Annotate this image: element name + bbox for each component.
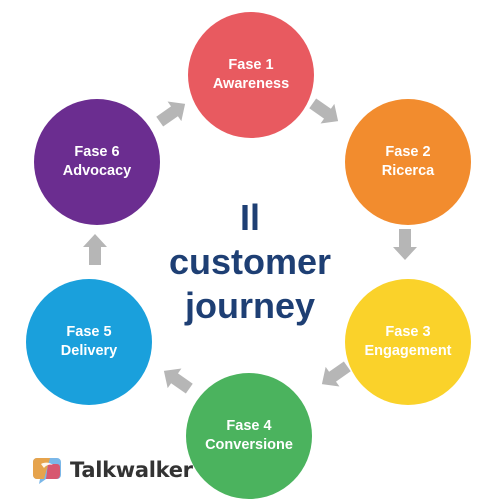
phase-3-engagement: Fase 3 Engagement <box>345 279 471 405</box>
diagram-title: Il customer journey <box>150 196 350 328</box>
brand-logo: Talkwalker <box>32 455 193 485</box>
phase-5-delivery: Fase 5 Delivery <box>26 279 152 405</box>
talkwalker-logo-icon <box>33 458 61 484</box>
phase-1-label: Fase 1 <box>228 57 274 73</box>
title-line-3: journey <box>184 285 316 326</box>
phase-4-name: Conversione <box>205 437 293 453</box>
brand-name: Talkwalker <box>70 458 193 482</box>
arrow-1-to-2-icon <box>305 93 345 132</box>
arrow-2-to-3-icon <box>393 229 417 260</box>
arrow-6-to-1-icon <box>152 93 192 132</box>
phase-3-label: Fase 3 <box>385 324 431 340</box>
phase-1-name: Awareness <box>212 76 290 92</box>
phase-3-name: Engagement <box>364 343 452 359</box>
title-line-2: customer <box>168 241 332 282</box>
phase-4-label: Fase 4 <box>226 418 272 434</box>
phase-1-awareness: Fase 1 Awareness <box>188 12 314 138</box>
phase-4-conversione: Fase 4 Conversione <box>186 373 312 499</box>
phase-5-label: Fase 5 <box>66 324 112 340</box>
phase-2-name: Ricerca <box>381 163 435 179</box>
phase-6-advocacy: Fase 6 Advocacy <box>34 99 160 225</box>
title-line-1: Il <box>239 197 260 238</box>
arrow-3-to-4-icon <box>315 356 355 395</box>
phase-6-label: Fase 6 <box>74 144 120 160</box>
phase-2-label: Fase 2 <box>385 144 431 160</box>
arrow-5-to-6-icon <box>83 234 107 265</box>
phase-5-name: Delivery <box>60 343 118 359</box>
arrow-4-to-5-icon <box>157 360 197 399</box>
phase-2-ricerca: Fase 2 Ricerca <box>345 99 471 225</box>
phase-6-name: Advocacy <box>62 163 132 179</box>
